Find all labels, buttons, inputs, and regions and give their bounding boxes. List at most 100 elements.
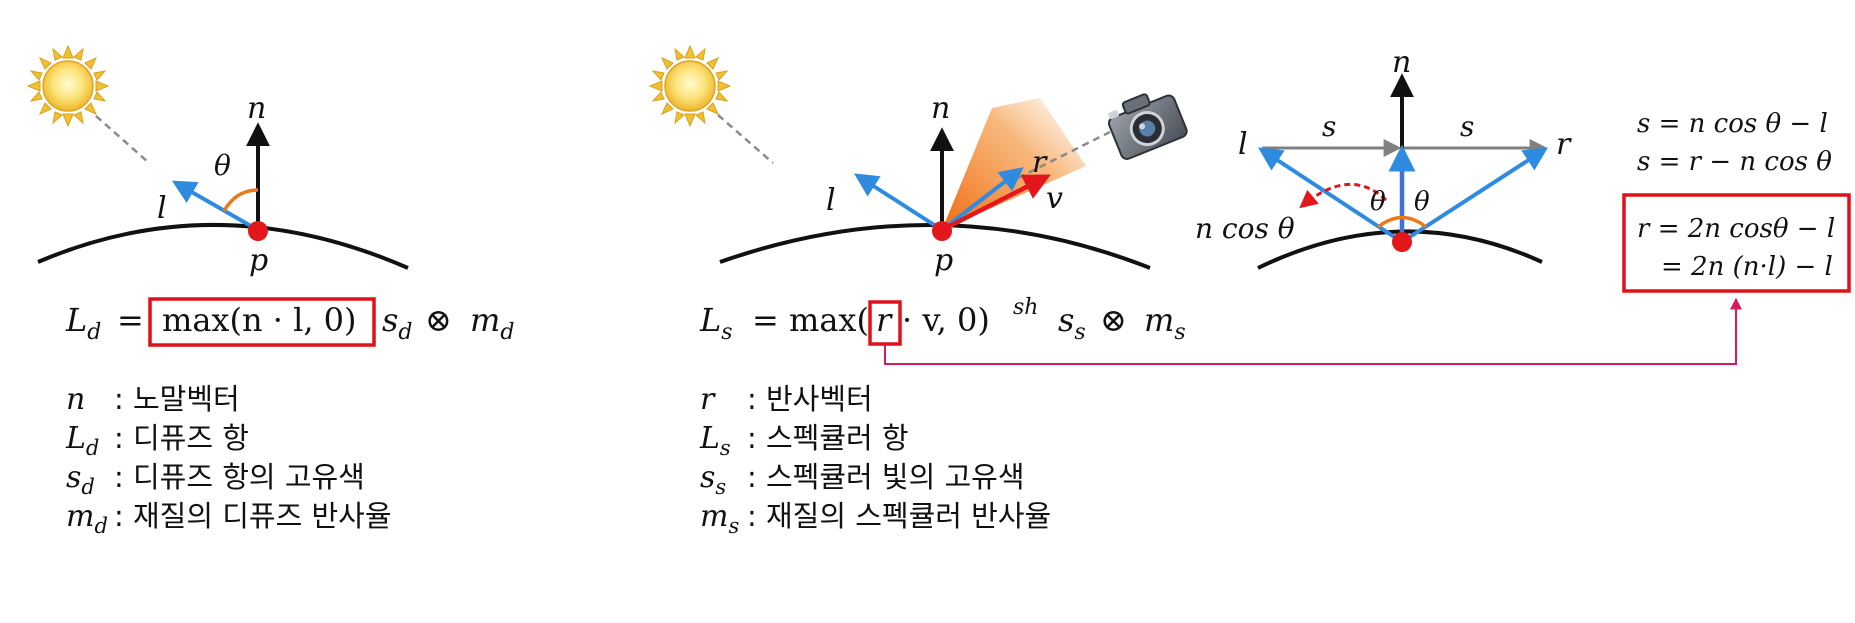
svg-text:sd: sd bbox=[66, 460, 95, 499]
eq-boxed-term: max(n · l, 0) bbox=[162, 301, 357, 339]
svg-text:: 디퓨즈 항: : 디퓨즈 항 bbox=[114, 421, 249, 455]
eq-lhs: L bbox=[65, 301, 87, 339]
label-r: r bbox=[1556, 127, 1572, 162]
eq-max-close: · v, 0) bbox=[902, 301, 990, 339]
camera-icon bbox=[1107, 93, 1188, 160]
reflect-vector bbox=[940, 167, 1024, 232]
light-ray bbox=[717, 114, 774, 164]
svg-text:Ls: Ls bbox=[699, 421, 731, 460]
svg-text:md: md bbox=[66, 499, 108, 538]
legend-item: ms : 재질의 스펙큘러 반사율 bbox=[700, 499, 1051, 538]
light-ray bbox=[95, 115, 149, 163]
ncos-arc bbox=[1299, 182, 1388, 209]
eq-md-sub: d bbox=[500, 320, 514, 345]
label-l: l bbox=[826, 183, 836, 218]
label-s-left: s bbox=[1322, 110, 1336, 143]
svg-text:Ld: Ld bbox=[65, 301, 101, 345]
label-p: p bbox=[249, 243, 268, 278]
eq-sd: s bbox=[382, 301, 398, 339]
svg-text:: 노말벡터: : 노말벡터 bbox=[114, 382, 240, 416]
highlight-box-formula bbox=[1622, 193, 1851, 293]
diffuse-legend: n : 노말벡터 Ld : 디퓨즈 항 sd : 디퓨즈 항의 고유색 md :… bbox=[65, 382, 392, 538]
label-n: n bbox=[1392, 45, 1411, 80]
legend-item: Ld : 디퓨즈 항 bbox=[65, 421, 249, 460]
svg-text:Ld: Ld bbox=[65, 421, 99, 460]
specular-equation: Ls = max( r · v, 0) sh ss ⊗ ms bbox=[699, 295, 1186, 346]
formula-boxed-1: r = 2n cosθ − l bbox=[1637, 214, 1835, 244]
point-p bbox=[1392, 232, 1412, 252]
angle-arc bbox=[222, 188, 259, 212]
highlight-box-diffuse bbox=[148, 297, 376, 347]
formula-line-2: s = r − n cos θ bbox=[1637, 147, 1832, 177]
svg-text:: 스펙큘러 빛의 고유색: : 스펙큘러 빛의 고유색 bbox=[747, 460, 1025, 494]
surface-curve bbox=[37, 223, 409, 270]
svg-text:: 재질의 스펙큘러 반사율: : 재질의 스펙큘러 반사율 bbox=[747, 499, 1051, 533]
eq-lhs-sub: d bbox=[87, 320, 101, 345]
label-ncos: n cos θ bbox=[1195, 212, 1295, 245]
point-p bbox=[932, 221, 952, 241]
label-n: n bbox=[247, 91, 266, 126]
label-n: n bbox=[931, 91, 950, 126]
diffuse-diagram: n θ l p bbox=[26, 44, 409, 278]
view-vector bbox=[940, 174, 1051, 233]
label-p: p bbox=[934, 243, 953, 278]
eq-otimes: ⊗ bbox=[425, 301, 452, 339]
light-vector bbox=[171, 180, 259, 232]
legend-item: n : 노말벡터 bbox=[66, 382, 240, 417]
specular-legend: r : 반사벡터 Ls : 스펙큘러 항 ss : 스펙큘러 빛의 고유색 ms… bbox=[699, 382, 1051, 538]
formula-line-1: s = n cos θ − l bbox=[1637, 109, 1828, 139]
specular-cone bbox=[942, 98, 1086, 230]
svg-text:ss: ss bbox=[1058, 301, 1086, 345]
legend-item: ss : 스펙큘러 빛의 고유색 bbox=[700, 460, 1025, 499]
svg-text:n: n bbox=[66, 382, 85, 417]
eq-exponent: sh bbox=[1013, 295, 1038, 320]
label-l: l bbox=[157, 191, 167, 226]
eq-boxed-term: r bbox=[876, 301, 893, 339]
eq-sd-sub: d bbox=[398, 320, 412, 345]
label-r: r bbox=[1032, 145, 1048, 180]
svg-text:ms: ms bbox=[700, 499, 739, 538]
svg-text:md: md bbox=[470, 301, 514, 345]
view-ray bbox=[1017, 130, 1111, 180]
formula-boxed-2: = 2n (n·l) − l bbox=[1661, 252, 1833, 282]
svg-text:: 반사벡터: : 반사벡터 bbox=[747, 382, 873, 416]
reflection-formulas: s = n cos θ − l s = r − n cos θ r = 2n c… bbox=[1622, 109, 1851, 293]
svg-text:: 재질의 디퓨즈 반사율: : 재질의 디퓨즈 반사율 bbox=[114, 499, 392, 533]
legend-item: r : 반사벡터 bbox=[700, 382, 873, 417]
label-theta-left: θ bbox=[1370, 187, 1386, 217]
eq-otimes: ⊗ bbox=[1100, 301, 1127, 339]
svg-text:sd: sd bbox=[382, 301, 413, 345]
svg-text:: 디퓨즈 항의 고유색: : 디퓨즈 항의 고유색 bbox=[114, 460, 365, 494]
svg-text:ms: ms bbox=[1144, 301, 1186, 345]
svg-text:r: r bbox=[700, 382, 716, 417]
eq-ss-sub: s bbox=[1074, 320, 1085, 345]
label-s-right: s bbox=[1460, 110, 1474, 143]
eq-lhs: L bbox=[699, 301, 721, 339]
eq-ms: m bbox=[1144, 301, 1174, 339]
sun-icon bbox=[648, 44, 732, 128]
light-vector bbox=[853, 173, 944, 232]
eq-sign: = bbox=[117, 301, 144, 339]
legend-item: sd : 디퓨즈 항의 고유색 bbox=[66, 460, 365, 499]
specular-diagram: n l r v p bbox=[648, 44, 1188, 278]
svg-text:: 스펙큘러 항: : 스펙큘러 항 bbox=[747, 421, 909, 455]
eq-md: m bbox=[470, 301, 500, 339]
label-theta-right: θ bbox=[1414, 187, 1430, 217]
label-theta: θ bbox=[214, 149, 231, 182]
label-l: l bbox=[1238, 127, 1248, 162]
angle-arc bbox=[1376, 215, 1428, 229]
svg-text:Ls: Ls bbox=[699, 301, 733, 345]
eq-ms-sub: s bbox=[1174, 320, 1185, 345]
reflection-diagram: n l r s s n cos θ θ θ bbox=[1195, 45, 1572, 270]
legend-item: Ls : 스펙큘러 항 bbox=[699, 421, 909, 460]
sun-icon bbox=[26, 44, 110, 128]
eq-ss: s bbox=[1058, 301, 1074, 339]
point-p bbox=[248, 221, 268, 241]
eq-max-open: = max( bbox=[752, 301, 869, 339]
connector-line bbox=[884, 297, 1742, 365]
legend-item: md : 재질의 디퓨즈 반사율 bbox=[66, 499, 392, 538]
eq-lhs-sub: s bbox=[721, 320, 732, 345]
diffuse-equation: Ld = max(n · l, 0) sd ⊗ md bbox=[65, 297, 514, 347]
svg-text:ss: ss bbox=[700, 460, 726, 499]
